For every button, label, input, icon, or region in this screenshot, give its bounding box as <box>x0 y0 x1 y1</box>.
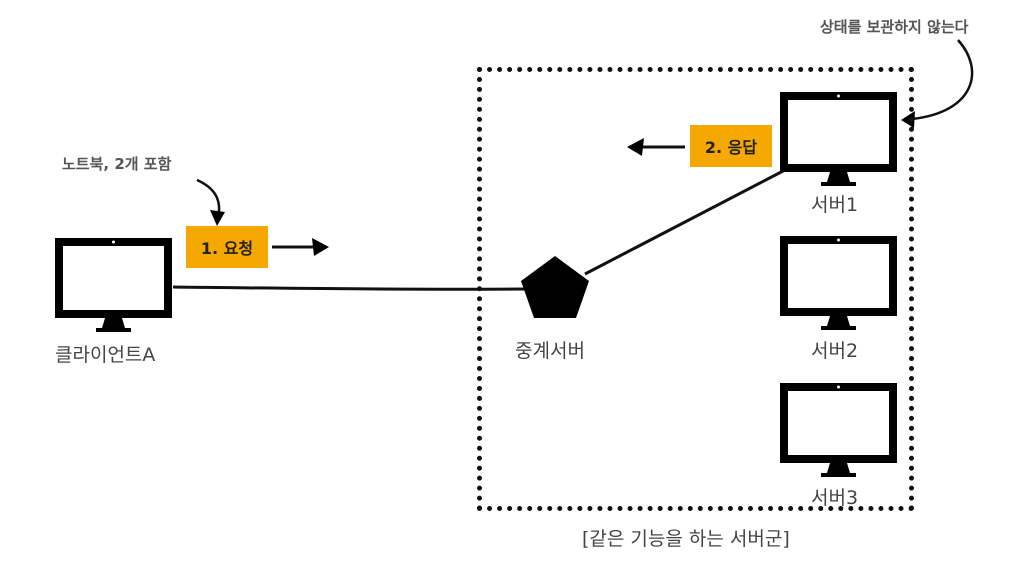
response-tag: 2. 응답 <box>690 125 772 167</box>
client-note: 노트북, 2개 포함 <box>62 155 172 173</box>
response-arrow <box>627 138 685 156</box>
client-monitor-icon <box>55 238 172 332</box>
relay-server-pentagon <box>521 256 589 318</box>
request-arrow <box>272 238 329 256</box>
stateless-note: 상태를 보관하지 않는다 <box>820 18 969 36</box>
server-group-box <box>477 67 914 511</box>
server2-monitor-icon <box>780 236 897 330</box>
client-note-arrow <box>196 178 225 226</box>
relay-server1-line <box>584 168 786 276</box>
server3-label: 서버3 <box>811 487 859 509</box>
server2-label: 서버2 <box>811 340 859 362</box>
server-group-caption: [같은 기능을 하는 서버군] <box>582 528 790 550</box>
client-label: 클라이언트A <box>55 344 156 366</box>
server1-monitor-icon <box>780 92 897 186</box>
client-relay-line <box>172 285 526 291</box>
request-tag: 1. 요청 <box>186 226 268 268</box>
server3-monitor-icon <box>780 383 897 477</box>
relay-server-label: 중계서버 <box>515 340 585 362</box>
server1-label: 서버1 <box>811 194 859 216</box>
